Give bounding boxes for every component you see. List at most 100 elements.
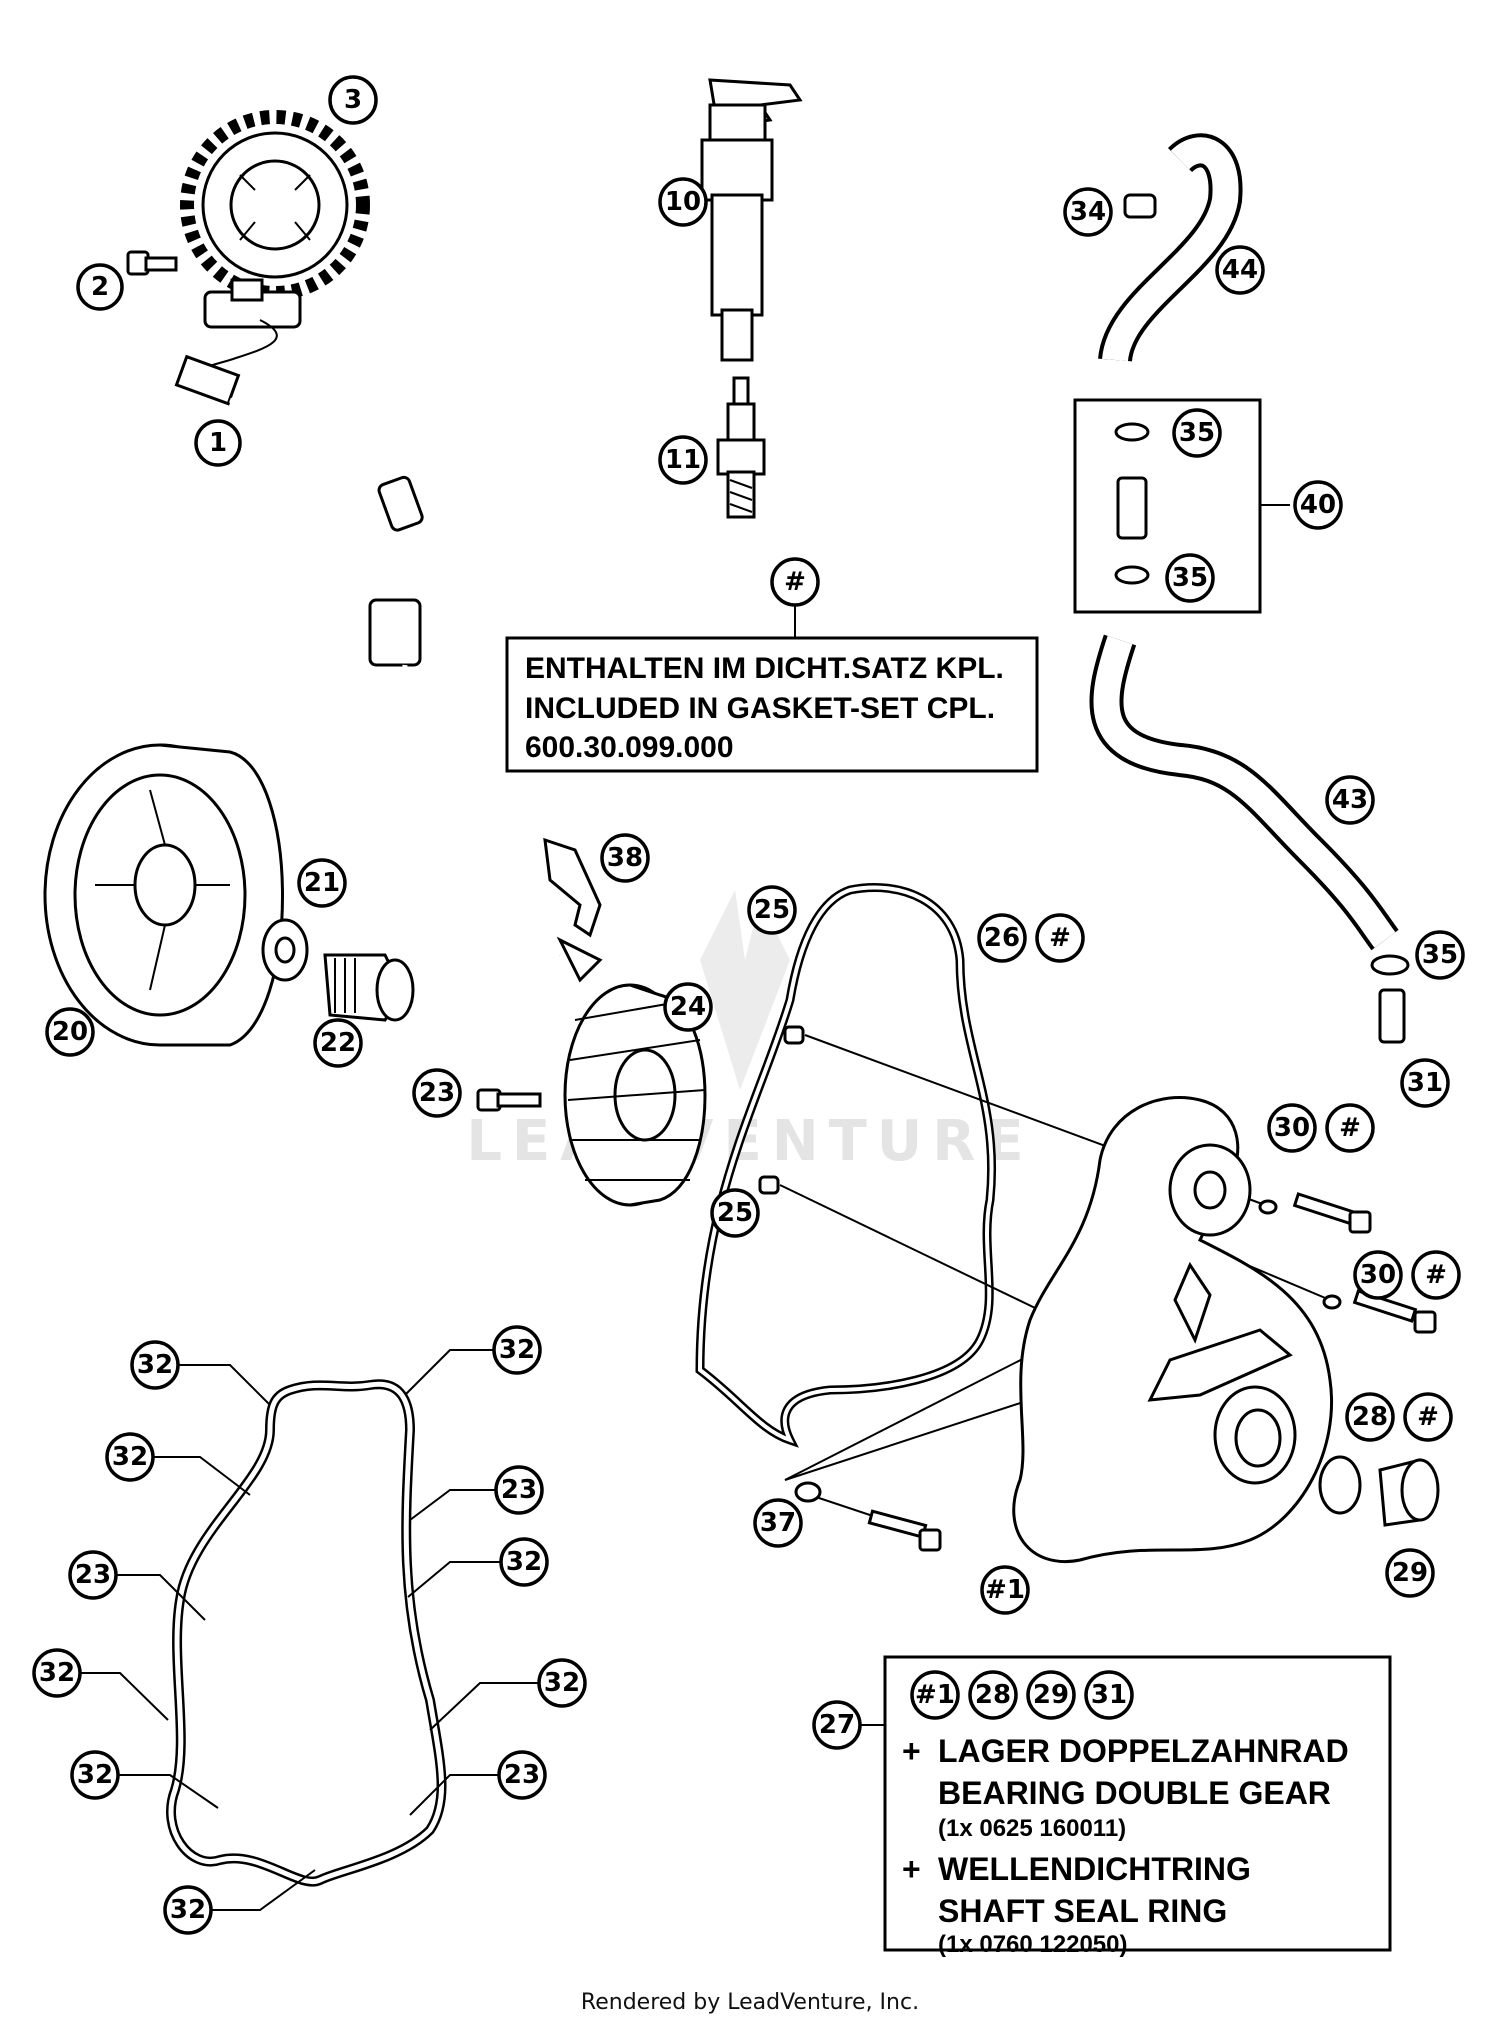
svg-text:26: 26 [984, 923, 1020, 953]
svg-text:25: 25 [754, 895, 790, 925]
callout-21: 21 [297, 858, 347, 908]
callout-30-top: 30 [1267, 1103, 1317, 1153]
callout-kit-h1: #1 [910, 1670, 960, 1720]
kit-item1-en: BEARING DOUBLE GEAR [938, 1775, 1331, 1811]
callout-h1-cover: #1 [980, 1565, 1030, 1615]
callout-34: 34 [1063, 187, 1113, 237]
callout-32-b: 32 [492, 1325, 542, 1375]
callout-hash-30-top: # [1325, 1103, 1375, 1153]
svg-text:22: 22 [320, 1028, 356, 1058]
svg-text:32: 32 [170, 1895, 206, 1925]
svg-text:11: 11 [665, 445, 701, 475]
footer-credit: Rendered by LeadVenture, Inc. [580, 1990, 920, 2015]
callout-35-top: 35 [1172, 408, 1222, 458]
callout-24: 24 [663, 982, 713, 1032]
kit-item1-de: LAGER DOPPELZAHNRAD [938, 1733, 1349, 1769]
callout-35-right: 35 [1415, 930, 1465, 980]
svg-text:29: 29 [1392, 1558, 1428, 1588]
svg-text:32: 32 [39, 1658, 75, 1688]
callout-32-h: 32 [163, 1885, 213, 1935]
svg-text:21: 21 [304, 868, 340, 898]
svg-text:29: 29 [1033, 1680, 1069, 1710]
svg-text:32: 32 [137, 1350, 173, 1380]
spark-plug [716, 376, 766, 519]
svg-text:23: 23 [501, 1475, 537, 1505]
callout-20: 20 [45, 1007, 95, 1057]
callout-11: 11 [658, 435, 708, 485]
gasket-leaders [80, 1349, 540, 1911]
kit-item2-qty: (1x 0760 122050) [938, 1931, 1128, 1958]
svg-text:24: 24 [670, 992, 706, 1022]
svg-text:27: 27 [819, 1710, 855, 1740]
svg-text:35: 35 [1179, 418, 1215, 448]
callout-3: 3 [328, 75, 378, 125]
callout-32-g: 32 [70, 1750, 120, 1800]
valve-right [1370, 954, 1410, 1044]
gasket-note-line2: INCLUDED IN GASKET-SET CPL. [525, 692, 995, 725]
callout-hash-28: # [1403, 1392, 1453, 1442]
sleeves [758, 1025, 805, 1195]
callout-28: 28 [1345, 1392, 1395, 1442]
callout-35-mid: 35 [1165, 553, 1215, 603]
svg-text:23: 23 [504, 1760, 540, 1790]
callout-38: 38 [600, 833, 650, 883]
callout-32-e: 32 [32, 1648, 82, 1698]
kit-item1-qty: (1x 0625 160011) [938, 1815, 1126, 1842]
cable-clip [543, 837, 602, 938]
callout-hash-30-bottom: # [1411, 1250, 1461, 1300]
callout-hash-26: # [1035, 913, 1085, 963]
svg-text:25: 25 [717, 1198, 753, 1228]
svg-text:40: 40 [1300, 490, 1336, 520]
svg-text:#: # [1417, 1402, 1439, 1432]
callout-1: 1 [194, 419, 242, 467]
svg-text:32: 32 [499, 1335, 535, 1365]
callout-kit-28: 28 [968, 1670, 1018, 1720]
callout-44: 44 [1215, 245, 1265, 295]
callout-32-f: 32 [537, 1658, 587, 1708]
plug-and-oring [1318, 1455, 1440, 1527]
svg-text:34: 34 [1070, 197, 1106, 227]
callout-31: 31 [1400, 1058, 1450, 1108]
svg-text:32: 32 [77, 1760, 113, 1790]
stator-bolt [476, 1088, 542, 1112]
svg-text:31: 31 [1407, 1068, 1443, 1098]
callouts: 3 2 1 10 11 34 44 35 40 35 # 43 38 21 25… [32, 75, 1465, 1935]
outer-gasket [166, 1379, 447, 1887]
ignition-cover [1012, 1096, 1333, 1563]
svg-text:30: 30 [1274, 1113, 1310, 1143]
callout-29: 29 [1385, 1548, 1435, 1598]
lower-hose [1089, 634, 1399, 951]
kit-item2-en: SHAFT SEAL RING [938, 1893, 1227, 1929]
svg-text:30: 30 [1360, 1260, 1396, 1290]
callout-kit-29: 29 [1026, 1670, 1076, 1720]
svg-text:#: # [784, 567, 806, 597]
cover-bolts [1258, 1192, 1437, 1334]
callout-23-c: 23 [497, 1750, 547, 1800]
callout-2: 2 [76, 263, 124, 311]
kit-plus-2: + [902, 1851, 921, 1887]
callout-27: 27 [812, 1700, 862, 1750]
trigger-wheel [180, 110, 370, 300]
svg-text:43: 43 [1332, 785, 1368, 815]
callout-32-c: 32 [105, 1432, 155, 1482]
callout-30-bottom: 30 [1353, 1250, 1403, 1300]
small-bolt [126, 250, 178, 276]
gasket-note-line3: 600.30.099.000 [525, 731, 734, 764]
svg-text:#: # [1425, 1260, 1447, 1290]
svg-text:23: 23 [419, 1078, 455, 1108]
svg-text:20: 20 [52, 1017, 88, 1047]
callout-kit-31: 31 [1084, 1670, 1134, 1720]
callout-22: 22 [313, 1018, 363, 1068]
svg-text:32: 32 [506, 1547, 542, 1577]
gasket-set-note: ENTHALTEN IM DICHT.SATZ KPL. INCLUDED IN… [505, 636, 1039, 773]
callout-40: 40 [1293, 480, 1343, 530]
callout-43: 43 [1325, 775, 1375, 825]
kit-plus-1: + [902, 1733, 921, 1769]
cover-gasket [695, 883, 997, 1448]
svg-text:3: 3 [344, 85, 362, 115]
svg-text:32: 32 [544, 1668, 580, 1698]
svg-text:#: # [1049, 923, 1071, 953]
callout-hash-top: # [770, 557, 820, 607]
svg-text:#: # [1339, 1113, 1361, 1143]
